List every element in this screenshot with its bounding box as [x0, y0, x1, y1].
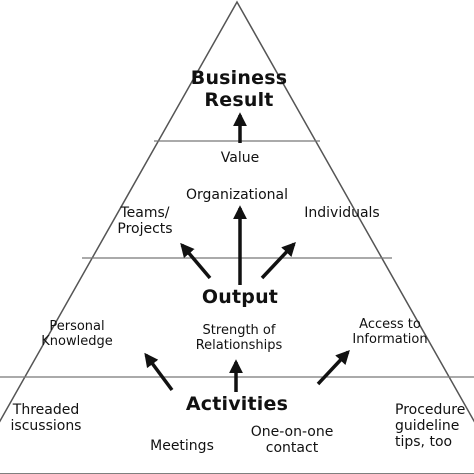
arrow-output-to-teams	[180, 242, 212, 280]
teams-projects-label: Teams/ Projects	[117, 205, 173, 238]
arrow-output-to-individuals	[260, 241, 296, 280]
organizational-label: Organizational	[186, 187, 288, 203]
strength-of-relationships-label: Strength of Relationships	[195, 323, 283, 353]
activities-label: Activities	[185, 393, 289, 415]
output-label: Output	[201, 286, 279, 308]
arrow-activities-to-access	[316, 349, 350, 386]
one-on-one-contact-label: One-on-one contact	[250, 424, 334, 457]
procedure-guideline-label: Procedure guideline tips, too	[395, 402, 466, 451]
individuals-label: Individuals	[304, 205, 380, 221]
business-result-label: Business Result	[190, 67, 288, 111]
arrow-activities-to-knowledge	[144, 352, 174, 392]
threaded-discussions-label: Threaded iscussions	[10, 402, 82, 435]
meetings-label: Meetings	[150, 438, 214, 454]
value-label: Value	[220, 150, 260, 166]
personal-knowledge-label: Personal Knowledge	[41, 319, 113, 349]
access-to-information-label: Access to Information	[352, 317, 428, 347]
